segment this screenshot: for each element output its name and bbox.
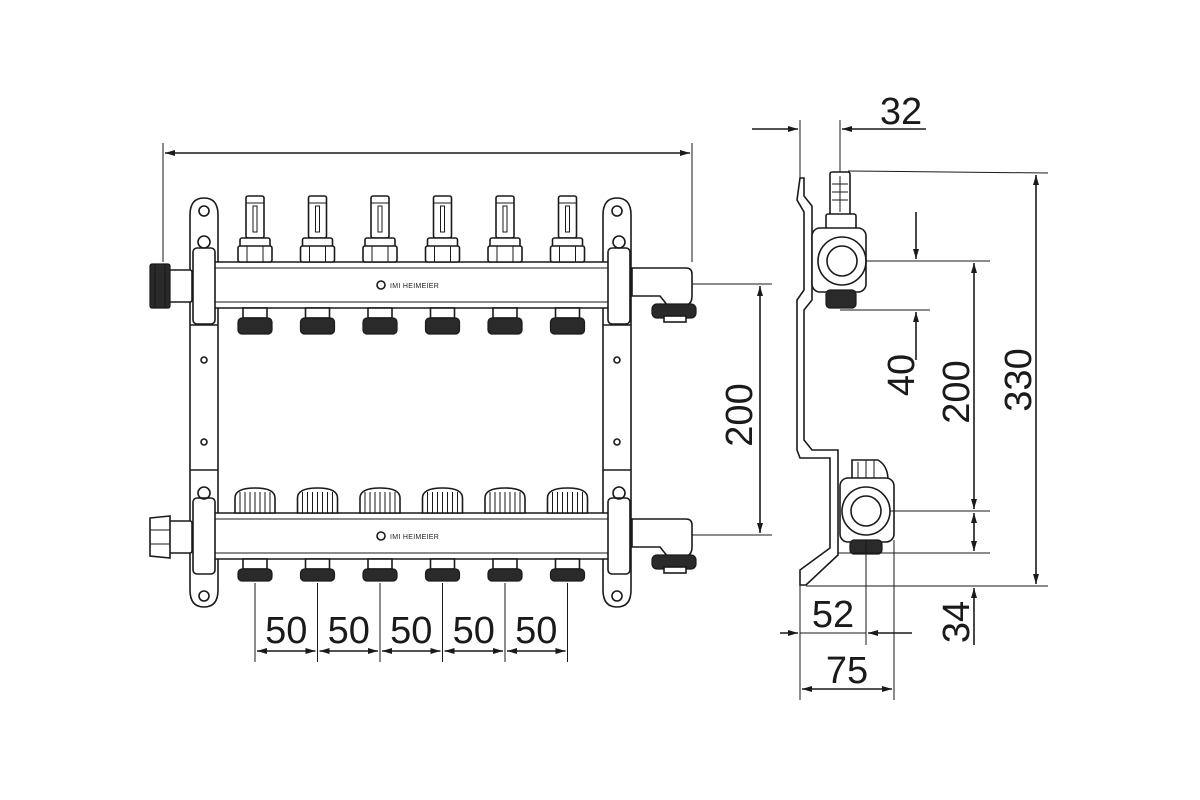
upper-outlet-fitting-1 bbox=[237, 307, 273, 335]
bar-end-clamps bbox=[192, 235, 631, 575]
lower-brand-label: IMI HEIMEIER bbox=[390, 534, 439, 541]
upper-outlet-fitting-2 bbox=[299, 307, 336, 335]
upper-inlet-fitting bbox=[149, 263, 193, 309]
side-header-spacing-dimension: 200 bbox=[890, 263, 990, 512]
flowmeter-5 bbox=[487, 195, 523, 263]
side-depth-total-dimension: 75 bbox=[802, 540, 895, 700]
side-depth-top-label: 32 bbox=[880, 91, 922, 133]
valve-cap-6 bbox=[546, 487, 589, 514]
valve-cap-2 bbox=[296, 487, 339, 514]
outlet-2 bbox=[296, 195, 339, 582]
outlet-spacing-label: 50 bbox=[515, 610, 557, 652]
lower-outlet-fitting-4 bbox=[424, 558, 461, 582]
valve-cap-3 bbox=[359, 487, 401, 514]
side-bottom-offset-label: 34 bbox=[936, 601, 978, 643]
side-depth-lower-dimension: 52 bbox=[780, 540, 912, 700]
side-bottom-offset-dimension: 34 bbox=[838, 513, 990, 645]
outlet-6 bbox=[546, 195, 589, 582]
valve-cap-1 bbox=[234, 487, 276, 514]
upper-header-bar: IMI HEIMEIER bbox=[211, 261, 613, 309]
valve-cap-5 bbox=[484, 487, 526, 514]
side-header-spacing-label: 200 bbox=[936, 360, 978, 423]
upper-brand-label: IMI HEIMEIER bbox=[390, 283, 439, 290]
outlet-spacing-label: 50 bbox=[453, 610, 495, 652]
outlet-spacing-label: 50 bbox=[328, 610, 370, 652]
side-depth-total-label: 75 bbox=[826, 650, 868, 692]
side-depth-lower-label: 52 bbox=[812, 594, 854, 636]
flowmeter-3 bbox=[362, 195, 398, 263]
overall-width-dimension bbox=[162, 143, 693, 262]
side-view: 32 40 200 34 330 bbox=[752, 91, 1049, 700]
flowmeter-1 bbox=[237, 195, 273, 263]
outlet-3 bbox=[359, 195, 401, 582]
side-top-offset-label: 40 bbox=[881, 354, 923, 396]
flowmeter-6 bbox=[549, 195, 586, 263]
lower-outlet-fitting-5 bbox=[487, 558, 523, 582]
flowmeter-2 bbox=[299, 195, 336, 263]
upper-outlet-fitting-5 bbox=[487, 307, 523, 335]
outlet-1 bbox=[234, 195, 276, 582]
lower-end-fitting bbox=[631, 518, 697, 574]
lower-outlet-fitting-3 bbox=[362, 558, 398, 582]
side-upper-valve bbox=[811, 171, 867, 309]
outlet-4 bbox=[421, 195, 464, 582]
lower-outlet-fitting-2 bbox=[299, 558, 336, 582]
header-spacing-label: 200 bbox=[719, 383, 761, 446]
upper-outlet-fitting-6 bbox=[549, 307, 586, 335]
outlet-spacing-label: 50 bbox=[265, 610, 307, 652]
side-top-offset-dimension: 40 bbox=[840, 212, 990, 396]
header-spacing-dimension: 200 bbox=[692, 283, 772, 536]
outlet-spacing-label: 50 bbox=[390, 610, 432, 652]
upper-outlet-fitting-4 bbox=[424, 307, 461, 335]
flowmeter-4 bbox=[424, 195, 461, 263]
side-total-height-dimension: 330 bbox=[806, 170, 1049, 587]
lower-outlet-fitting-6 bbox=[549, 558, 586, 582]
side-depth-top-dimension: 32 bbox=[752, 91, 926, 178]
upper-end-fitting bbox=[631, 267, 697, 323]
outlet-5 bbox=[484, 195, 526, 582]
lower-outlet-fitting-1 bbox=[237, 558, 273, 582]
valve-cap-4 bbox=[421, 487, 464, 514]
outlet-spacing-dimensions: 50 50 50 50 50 bbox=[254, 583, 568, 662]
outlets bbox=[234, 195, 589, 582]
side-lower-valve bbox=[839, 459, 895, 555]
front-view: IMI HEIMEIER IMI HEIMEIER bbox=[149, 143, 772, 662]
lower-inlet-fitting bbox=[149, 515, 193, 559]
upper-outlet-fitting-3 bbox=[362, 307, 398, 335]
side-total-height-label: 330 bbox=[998, 348, 1040, 411]
lower-header-bar: IMI HEIMEIER bbox=[211, 512, 613, 560]
